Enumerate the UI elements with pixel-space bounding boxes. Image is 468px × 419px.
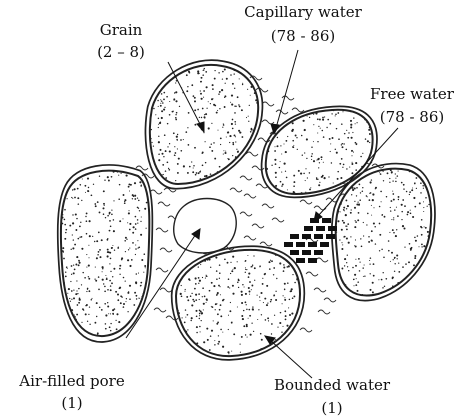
grain-label: Grain [100, 21, 143, 39]
bounded-water-value: (1) [321, 399, 342, 417]
air-filled-pore-shape [174, 199, 237, 253]
bounded-water-label: Bounded water [274, 376, 391, 394]
free-water-label: Free water [370, 85, 455, 103]
air-filled-pore-value: (1) [61, 394, 82, 412]
grain-4 [172, 246, 305, 360]
air-filled-pore-label: Air-filled pore [18, 372, 125, 390]
capillary-water-label: Capillary water [244, 3, 362, 21]
capillary-water-value: (78 - 86) [271, 27, 335, 45]
grain-3 [58, 165, 153, 342]
bounded-water-leader-line [270, 340, 312, 378]
free-water-pattern [284, 218, 337, 263]
free-water-value: (78 - 86) [380, 108, 444, 126]
grain-value: (2 – 8) [97, 43, 145, 61]
